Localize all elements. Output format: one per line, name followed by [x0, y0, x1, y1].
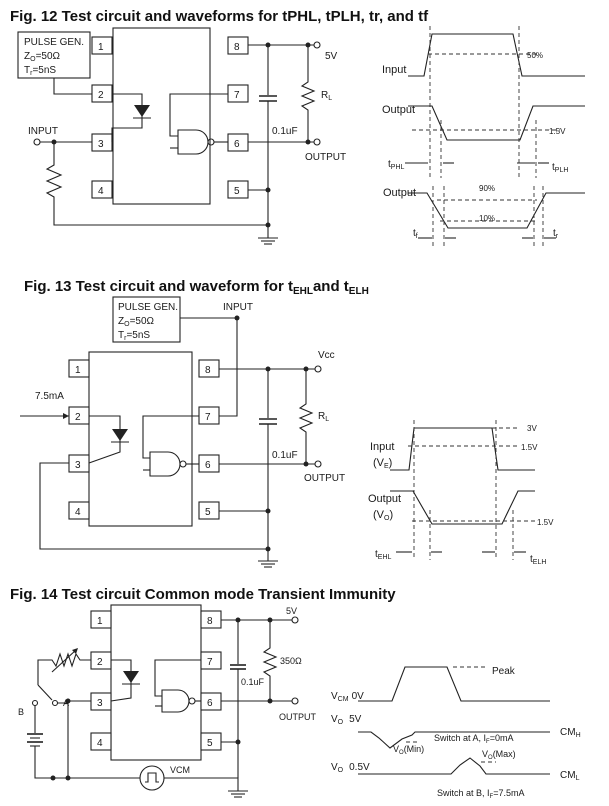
fig13-title: Fig. 13 Test circuit and waveform for tE…: [24, 278, 369, 297]
svg-text:PULSE GEN.: PULSE GEN.: [118, 302, 178, 313]
fig12-cap-label: 0.1uF: [272, 126, 298, 137]
svg-text:ZO=50Ω: ZO=50Ω: [118, 316, 155, 328]
fig13-wave-output-sub: (VO): [373, 509, 393, 522]
fig14-vomin-label: VO(Min): [393, 744, 424, 756]
fig14-vomax-label: VO(Max): [482, 749, 516, 761]
fig12-10pct: 10%: [479, 214, 495, 223]
fig12-vcc-label: 5V: [325, 51, 338, 62]
svg-text:5: 5: [205, 507, 211, 518]
fig12-tf-label: tf: [413, 228, 418, 240]
fig12-rl-label: RL: [321, 90, 332, 102]
svg-text:8: 8: [207, 616, 213, 627]
svg-text:5: 5: [207, 738, 213, 749]
fig14-switch-b-label: B: [18, 707, 24, 717]
svg-text:6: 6: [234, 139, 240, 150]
fig12-wave-input-label: Input: [382, 64, 406, 76]
fig13-cap-label: 0.1uF: [272, 450, 298, 461]
fig13-pin-boxes: 1 2 3 4 8 7 6 5: [68, 359, 220, 520]
fig12-ic-body: [112, 27, 211, 205]
fig13-waveforms: [390, 420, 536, 560]
fig12-external-wiring: [33, 41, 321, 245]
fig13-vcc-label: Vcc: [318, 350, 335, 361]
fig14-vcm-source-label: VCM: [170, 765, 190, 775]
fig14-led-and-gate: [110, 659, 201, 713]
svg-text:1: 1: [97, 616, 103, 627]
svg-text:3: 3: [98, 139, 104, 150]
fig13-wave-input-label: Input: [370, 441, 394, 453]
svg-text:6: 6: [205, 460, 211, 471]
fig13-current-label: 7.5mA: [35, 391, 64, 402]
fig12-tr-label: tr: [553, 228, 559, 240]
svg-text:2: 2: [97, 657, 103, 668]
fig12-pulse-generator: PULSE GEN. ZO=50Ω Tr=5nS: [17, 31, 91, 79]
fig14-pin-boxes: 1 2 3 4 8 7 6 5: [90, 610, 222, 751]
fig14-external-wiring: [27, 616, 299, 798]
fig14-switch-a-label: A: [63, 698, 69, 708]
fig13-external-wiring: [20, 315, 322, 568]
svg-text:ZO=50Ω: ZO=50Ω: [24, 51, 61, 63]
svg-text:3: 3: [97, 698, 103, 709]
fig13-led-and-gate: [88, 415, 199, 477]
fig14-switch-a-note: Switch at A, IF=0mA: [434, 733, 513, 745]
svg-text:6: 6: [207, 698, 213, 709]
fig12-50pct: 50%: [527, 51, 543, 60]
fig14-output-label: OUTPUT: [279, 712, 317, 722]
fig13-pulse-generator: PULSE GEN. ZO=50Ω Tr=5nS: [112, 296, 181, 343]
fig14-ic-body: [110, 604, 202, 761]
fig13-1p5v-a: 1.5V: [521, 443, 538, 452]
fig13-input-label: INPUT: [223, 302, 253, 313]
svg-text:PULSE GEN.: PULSE GEN.: [24, 37, 84, 48]
fig12-input-label: INPUT: [28, 126, 58, 137]
fig14-cml-label: CML: [560, 770, 580, 782]
svg-text:2: 2: [75, 412, 81, 423]
fig12-tphl-label: tPHL: [388, 159, 405, 171]
svg-text:1: 1: [75, 365, 81, 376]
fig13-rl-label: RL: [318, 411, 329, 423]
fig13-1p5v-b: 1.5V: [537, 518, 554, 527]
fig14-switch-b-note: Switch at B, IF=7.5mA: [437, 788, 524, 800]
fig12-led-and-gate: [111, 93, 228, 155]
svg-text:Tr=5nS: Tr=5nS: [118, 330, 150, 342]
fig13-3v: 3V: [527, 424, 537, 433]
svg-text:5: 5: [234, 186, 240, 197]
fig13-ic-body: [88, 351, 193, 527]
svg-text:7: 7: [207, 657, 213, 668]
fig13-wave-output-label: Output: [368, 493, 401, 505]
fig13-output-label: OUTPUT: [304, 473, 345, 484]
svg-text:7: 7: [205, 412, 211, 423]
svg-text:8: 8: [234, 42, 240, 53]
fig12-waveforms: [405, 26, 585, 246]
svg-text:Tr=5nS: Tr=5nS: [24, 65, 56, 77]
svg-text:4: 4: [97, 738, 103, 749]
svg-text:7: 7: [234, 90, 240, 101]
fig12-tplh-label: tPLH: [552, 162, 568, 174]
fig12-title: Fig. 12 Test circuit and waveforms for t…: [10, 8, 429, 25]
svg-text:4: 4: [75, 507, 81, 518]
fig14-res-label: 350Ω: [280, 656, 302, 666]
svg-text:3: 3: [75, 460, 81, 471]
fig14-cmh-label: CMH: [560, 727, 581, 739]
fig14-cap-label: 0.1uF: [241, 677, 265, 687]
fig14-vcc-label: 5V: [286, 606, 297, 616]
fig12-90pct: 90%: [479, 184, 495, 193]
fig14-title: Fig. 14 Test circuit Common mode Transie…: [10, 586, 396, 603]
svg-text:2: 2: [98, 90, 104, 101]
fig13-wave-input-sub: (VE): [373, 457, 392, 470]
fig12-wave-output2-label: Output: [383, 187, 416, 199]
svg-text:1: 1: [98, 42, 104, 53]
fig12-output-label: OUTPUT: [305, 152, 346, 163]
svg-text:8: 8: [205, 365, 211, 376]
fig12-1p5v: 1.5V: [549, 127, 566, 136]
fig14-waveforms: [358, 666, 550, 775]
fig13-tehl-label: tEHL: [375, 549, 392, 561]
fig13-telh-label: tELH: [530, 554, 546, 566]
svg-text:4: 4: [98, 186, 104, 197]
fig14-peak-label: Peak: [492, 666, 516, 677]
fig12-wave-output-label: Output: [382, 104, 415, 116]
